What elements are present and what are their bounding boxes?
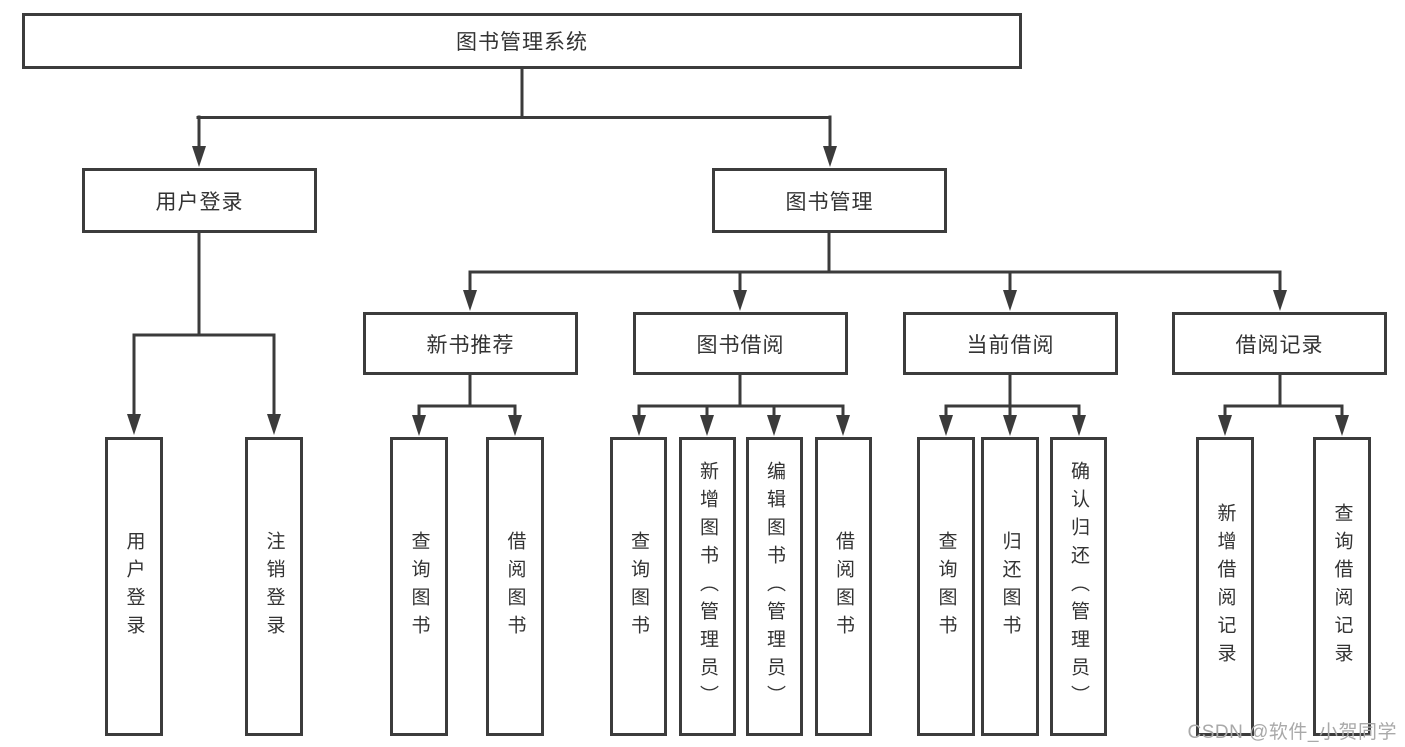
leaf-borrow-query-books-label: 查询图书 <box>628 530 649 643</box>
leaf-recommend-borrow-books: 借阅图书 <box>486 437 544 736</box>
node-book-borrow-label: 图书借阅 <box>696 333 785 357</box>
node-user-login-label: 用户登录 <box>155 190 244 214</box>
leaf-current-query-books-label: 查询图书 <box>935 530 957 643</box>
node-new-book-recommend-label: 新书推荐 <box>426 333 515 357</box>
node-current-borrow-label: 当前借阅 <box>966 333 1055 357</box>
leaf-user-login: 用户登录 <box>105 437 163 736</box>
leaf-recommend-borrow-books-label: 借阅图书 <box>504 530 526 643</box>
leaf-recommend-query-books-label: 查询图书 <box>408 530 430 643</box>
node-book-borrow: 图书借阅 <box>633 312 848 375</box>
arrowhead-icons <box>127 146 1349 436</box>
node-current-borrow: 当前借阅 <box>903 312 1118 375</box>
node-borrow-records-label: 借阅记录 <box>1235 333 1324 357</box>
leaf-recommend-query-books: 查询图书 <box>390 437 448 736</box>
leaf-edit-book-admin: 编辑图书（管理员） <box>746 437 803 736</box>
leaf-confirm-return-admin: 确认归还（管理员） <box>1050 437 1107 736</box>
leaf-add-book-admin-label: 新增图书（管理员） <box>697 460 718 713</box>
csdn-watermark: CSDN @软件_小贺同学 <box>1187 722 1397 743</box>
leaf-return-books: 归还图书 <box>981 437 1039 736</box>
node-book-management: 图书管理 <box>712 168 947 233</box>
node-library-system: 图书管理系统 <box>22 13 1022 69</box>
node-book-management-label: 图书管理 <box>785 190 874 214</box>
leaf-user-login-label: 用户登录 <box>123 530 145 643</box>
leaf-add-borrow-record: 新增借阅记录 <box>1196 437 1254 736</box>
leaf-logout: 注销登录 <box>245 437 303 736</box>
leaf-return-books-label: 归还图书 <box>999 530 1021 643</box>
node-new-book-recommend: 新书推荐 <box>363 312 578 375</box>
leaf-query-borrow-record-label: 查询借阅记录 <box>1331 502 1353 671</box>
leaf-borrow-query-books: 查询图书 <box>610 437 667 736</box>
node-library-system-label: 图书管理系统 <box>456 31 588 54</box>
leaf-borrow-borrow-books: 借阅图书 <box>815 437 872 736</box>
leaf-add-borrow-record-label: 新增借阅记录 <box>1214 502 1236 671</box>
leaf-add-book-admin: 新增图书（管理员） <box>679 437 736 736</box>
leaf-edit-book-admin-label: 编辑图书（管理员） <box>764 460 785 713</box>
leaf-borrow-borrow-books-label: 借阅图书 <box>833 530 854 643</box>
node-user-login: 用户登录 <box>82 168 317 233</box>
leaf-logout-label: 注销登录 <box>263 530 285 643</box>
leaf-confirm-return-admin-label: 确认归还（管理员） <box>1068 460 1089 713</box>
node-borrow-records: 借阅记录 <box>1172 312 1387 375</box>
leaf-query-borrow-record: 查询借阅记录 <box>1313 437 1371 736</box>
leaf-current-query-books: 查询图书 <box>917 437 975 736</box>
